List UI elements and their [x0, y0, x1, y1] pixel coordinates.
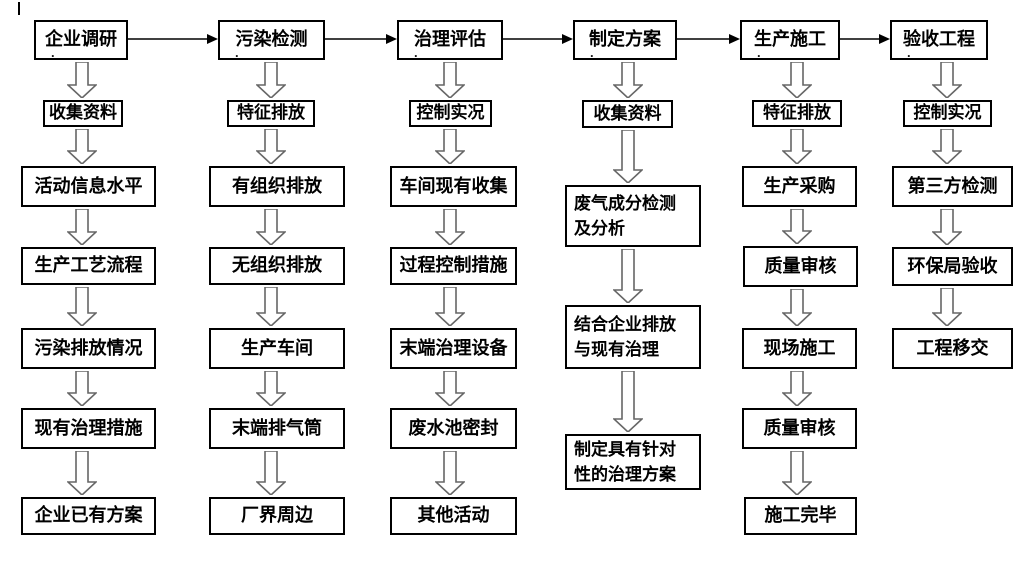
step-box-5-1: 特征排放	[752, 100, 842, 127]
flow-arrow-down-icon	[256, 287, 286, 326]
flow-arrow-down-icon	[782, 129, 812, 164]
stray-dot-4: .	[590, 45, 594, 60]
flow-arrow-down-icon	[67, 209, 97, 245]
step-box-2-2: 有组织排放	[209, 166, 345, 207]
step-box-3-4: 末端治理设备	[390, 328, 517, 369]
step-box-1-4: 污染排放情况	[21, 328, 156, 369]
step-box-4-4: 制定具有针对性的治理方案	[565, 434, 701, 490]
flow-arrow-down-icon	[67, 129, 97, 164]
stage-label-6: 验收工程	[903, 29, 975, 50]
stage-box-3: 治理评估 .	[397, 20, 503, 60]
step-box-3-1: 控制实况	[409, 100, 492, 127]
stage-label-5: 生产施工	[754, 29, 826, 50]
flow-arrow-right-icon	[325, 34, 397, 44]
step-box-6-1: 控制实况	[903, 100, 992, 127]
flow-arrow-right-icon	[503, 34, 573, 44]
step-box-5-2: 生产采购	[742, 166, 857, 207]
flow-arrow-down-icon	[782, 289, 812, 326]
step-box-5-6: 施工完毕	[744, 497, 857, 535]
flow-arrow-right-icon	[128, 34, 218, 44]
step-box-1-5: 现有治理措施	[21, 408, 156, 449]
step-box-6-4: 工程移交	[892, 328, 1013, 369]
step-box-2-6: 厂界周边	[209, 497, 345, 535]
flow-arrow-down-icon	[435, 62, 465, 98]
flow-arrow-down-icon	[435, 287, 465, 326]
stage-label-3: 治理评估	[414, 29, 486, 50]
flow-arrow-down-icon	[932, 288, 962, 326]
flow-arrow-down-icon	[782, 451, 812, 495]
flow-arrow-down-icon	[256, 451, 286, 495]
stray-dot-5: .	[757, 45, 761, 60]
step-box-2-1: 特征排放	[227, 100, 315, 127]
flow-arrow-down-icon	[932, 62, 962, 98]
step-box-3-6: 其他活动	[390, 497, 517, 535]
flow-arrow-down-icon	[613, 249, 643, 303]
flow-arrow-down-icon	[67, 287, 97, 326]
step-box-2-3: 无组织排放	[209, 247, 345, 285]
stage-box-4: 制定方案 .	[573, 20, 677, 60]
step-box-2-5: 末端排气筒	[209, 408, 345, 449]
step-box-4-1: 收集资料	[582, 100, 673, 128]
stray-dot-3: .	[414, 45, 418, 60]
flow-arrow-down-icon	[782, 209, 812, 244]
stray-dot-1: .	[51, 45, 55, 60]
flow-arrow-right-icon	[677, 34, 740, 44]
flow-arrow-down-icon	[435, 209, 465, 245]
stage-box-5: 生产施工 .	[740, 20, 840, 60]
step-box-4-2: 废气成分检测及分析	[565, 185, 701, 247]
step-box-1-1: 收集资料	[43, 100, 123, 127]
step-box-1-2: 活动信息水平	[21, 166, 156, 207]
flow-arrow-down-icon	[932, 209, 962, 245]
flow-arrow-down-icon	[613, 130, 643, 183]
stage-box-1: 企业调研 .	[34, 20, 128, 60]
stray-dot-6: .	[907, 45, 911, 60]
flow-arrow-down-icon	[256, 371, 286, 406]
flow-arrow-down-icon	[67, 371, 97, 406]
stage-box-2: 污染检测 .	[218, 20, 325, 60]
flow-arrow-right-icon	[840, 34, 890, 44]
step-box-2-4: 生产车间	[209, 328, 345, 369]
stage-label-4: 制定方案	[589, 29, 661, 50]
flow-arrow-down-icon	[256, 62, 286, 98]
step-box-5-3: 质量审核	[743, 246, 858, 287]
flow-arrow-down-icon	[256, 209, 286, 245]
stage-label-1: 企业调研	[45, 29, 117, 50]
step-box-6-3: 环保局验收	[892, 247, 1013, 286]
stray-dot-2: .	[235, 45, 239, 60]
step-box-5-4: 现场施工	[742, 328, 857, 369]
step-box-5-5: 质量审核	[742, 408, 857, 449]
step-box-1-6: 企业已有方案	[21, 497, 156, 535]
flow-arrow-down-icon	[782, 62, 812, 98]
step-box-3-3: 过程控制措施	[390, 247, 517, 285]
flow-arrow-down-icon	[67, 451, 97, 495]
step-box-3-2: 车间现有收集	[390, 166, 517, 207]
flow-arrow-down-icon	[256, 129, 286, 164]
flow-arrow-down-icon	[435, 451, 465, 495]
stage-label-2: 污染检测	[235, 29, 308, 50]
stage-box-6: 验收工程 .	[890, 20, 988, 60]
step-box-6-2: 第三方检测	[892, 166, 1013, 207]
step-box-3-5: 废水池密封	[390, 408, 517, 449]
step-box-4-3: 结合企业排放与现有治理	[565, 305, 701, 369]
flow-arrow-down-icon	[613, 371, 643, 432]
flow-arrow-down-icon	[435, 371, 465, 406]
text-cursor-artifact	[18, 2, 20, 15]
flow-arrow-down-icon	[67, 62, 97, 98]
flow-arrow-down-icon	[782, 371, 812, 406]
step-box-1-3: 生产工艺流程	[21, 247, 156, 285]
flow-arrow-down-icon	[435, 129, 465, 164]
flow-arrow-down-icon	[613, 62, 643, 98]
flow-arrow-down-icon	[932, 129, 962, 164]
